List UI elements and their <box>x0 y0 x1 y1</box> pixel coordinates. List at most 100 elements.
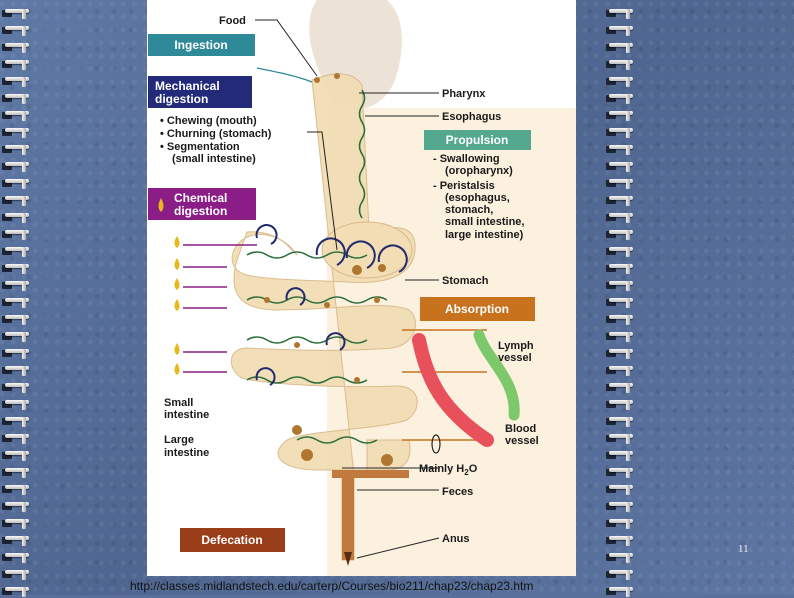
small-intestine-label-2: intestine <box>164 409 209 421</box>
binder-ring-icon <box>604 448 634 462</box>
binder-ring-icon <box>604 346 634 360</box>
mechanical-item-small-intestine: (small intestine) <box>172 153 256 165</box>
binder-ring-icon <box>604 499 634 513</box>
propulsion-item-esophagus: (esophagus, <box>445 192 510 204</box>
mechanical-digestion-label-2: digestion <box>155 92 208 106</box>
h2o-o: O <box>469 463 478 475</box>
binder-ring-icon <box>604 227 634 241</box>
propulsion-item-peristalsis: - Peristalsis <box>433 180 495 192</box>
binder-ring-icon <box>604 414 634 428</box>
mechanical-item-chewing: • Chewing (mouth) <box>160 115 257 127</box>
binder-ring-icon <box>0 295 30 309</box>
digestive-system-diagram: Ingestion Mechanical digestion • Chewing… <box>147 0 576 576</box>
binder-ring-icon <box>604 363 634 377</box>
binder-ring-icon <box>604 278 634 292</box>
mainly-h2o-text: Mainly H <box>419 463 464 475</box>
binder-ring-icon <box>0 227 30 241</box>
binder-ring-icon <box>604 91 634 105</box>
propulsion-item-swallowing: - Swallowing <box>433 153 500 165</box>
binder-ring-icon <box>604 108 634 122</box>
binder-ring-icon <box>604 74 634 88</box>
binder-ring-icon <box>0 465 30 479</box>
small-intestine-label-1: Small <box>164 397 193 409</box>
page-number: 11 <box>738 543 749 555</box>
food-label: Food <box>219 15 246 27</box>
blood-vessel-label-2: vessel <box>505 435 539 447</box>
binder-ring-icon <box>604 176 634 190</box>
binder-ring-icon <box>0 57 30 71</box>
large-intestine-label-1: Large <box>164 434 194 446</box>
chemical-digestion-label-2: digestion <box>174 204 227 218</box>
binder-ring-icon <box>604 312 634 326</box>
binder-ring-icon <box>604 380 634 394</box>
blood-vessel-label-1: Blood <box>505 423 536 435</box>
binder-ring-icon <box>604 125 634 139</box>
enzyme-drops <box>175 236 180 375</box>
binder-ring-icon <box>0 278 30 292</box>
binder-rings-right <box>604 0 634 595</box>
binder-ring-icon <box>0 533 30 547</box>
binder-ring-icon <box>604 193 634 207</box>
large-intestine-label-2: intestine <box>164 447 209 459</box>
binder-ring-icon <box>0 125 30 139</box>
binder-ring-icon <box>604 397 634 411</box>
binder-ring-icon <box>0 40 30 54</box>
binder-ring-icon <box>0 380 30 394</box>
stomach-label: Stomach <box>442 275 489 287</box>
binder-ring-icon <box>0 312 30 326</box>
binder-ring-icon <box>0 397 30 411</box>
binder-ring-icon <box>0 431 30 445</box>
binder-ring-icon <box>604 567 634 581</box>
binder-ring-icon <box>604 23 634 37</box>
mechanical-item-segmentation: • Segmentation <box>160 141 240 153</box>
mechanical-digestion-label-1: Mechanical <box>155 79 220 93</box>
mechanical-item-churning: • Churning (stomach) <box>160 128 272 140</box>
binder-ring-icon <box>604 159 634 173</box>
binder-ring-icon <box>604 482 634 496</box>
binder-ring-icon <box>0 244 30 258</box>
anus-label: Anus <box>442 533 470 545</box>
esophagus-label: Esophagus <box>442 111 501 123</box>
binder-ring-icon <box>604 261 634 275</box>
binder-ring-icon <box>0 499 30 513</box>
lymph-vessel-label-1: Lymph <box>498 340 534 352</box>
binder-ring-icon <box>0 91 30 105</box>
absorption-label: Absorption <box>445 302 509 316</box>
binder-ring-icon <box>604 6 634 20</box>
binder-ring-icon <box>0 363 30 377</box>
propulsion-item-stomach: stomach, <box>445 204 493 216</box>
binder-ring-icon <box>604 584 634 598</box>
mainly-h2o-label: Mainly H2O <box>419 463 478 477</box>
binder-ring-icon <box>604 295 634 309</box>
binder-ring-icon <box>0 550 30 564</box>
binder-ring-icon <box>0 74 30 88</box>
binder-ring-icon <box>0 448 30 462</box>
binder-ring-icon <box>0 567 30 581</box>
binder-ring-icon <box>604 329 634 343</box>
lymph-vessel-label-2: vessel <box>498 352 532 364</box>
binder-ring-icon <box>0 261 30 275</box>
propulsion-label: Propulsion <box>446 133 509 147</box>
propulsion-item-large-intestine: large intestine) <box>445 229 524 241</box>
binder-ring-icon <box>0 414 30 428</box>
feces-label: Feces <box>442 486 473 498</box>
binder-ring-icon <box>0 142 30 156</box>
binder-ring-icon <box>604 533 634 547</box>
binder-ring-icon <box>0 329 30 343</box>
binder-ring-icon <box>0 108 30 122</box>
binder-ring-icon <box>0 210 30 224</box>
binder-ring-icon <box>604 57 634 71</box>
binder-ring-icon <box>604 550 634 564</box>
binder-ring-icon <box>604 244 634 258</box>
binder-ring-icon <box>0 516 30 530</box>
binder-ring-icon <box>0 482 30 496</box>
binder-ring-icon <box>0 193 30 207</box>
binder-rings-left <box>0 0 30 595</box>
binder-ring-icon <box>0 584 30 598</box>
binder-ring-icon <box>0 159 30 173</box>
binder-ring-icon <box>0 176 30 190</box>
source-url[interactable]: http://classes.midlandstech.edu/carterp/… <box>130 579 533 593</box>
chemical-digestion-label-1: Chemical <box>174 191 227 205</box>
ingestion-label: Ingestion <box>174 38 227 52</box>
binder-ring-icon <box>604 210 634 224</box>
